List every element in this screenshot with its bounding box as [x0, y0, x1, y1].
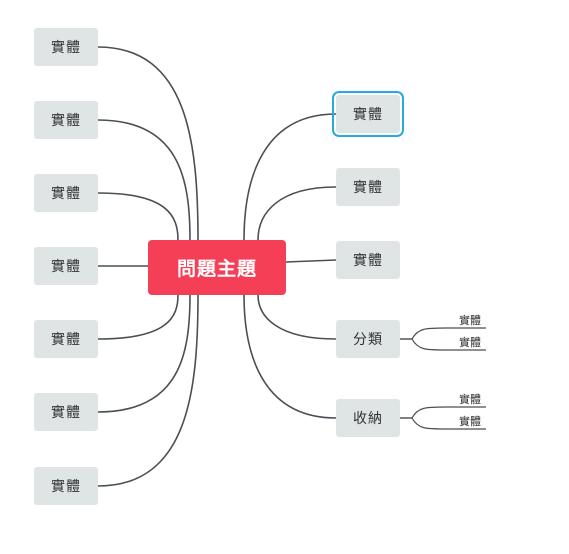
- left-connector-1: [97, 46, 199, 241]
- left-topic-4[interactable]: 實體: [34, 247, 98, 285]
- left-connector-2: [97, 119, 191, 241]
- left-topic-5[interactable]: 實體: [34, 320, 98, 358]
- sub-topic-4-2[interactable]: 實體: [459, 336, 481, 349]
- right-topic-5[interactable]: 收納: [336, 399, 400, 437]
- left-connector-7: [97, 294, 199, 487]
- sub-topic-5-2[interactable]: 實體: [459, 415, 481, 428]
- left-connector-3: [97, 192, 179, 241]
- left-topic-3[interactable]: 實體: [34, 174, 98, 212]
- right-connector-2: [257, 186, 337, 241]
- sub-connector-4-2: [400, 338, 486, 351]
- central-topic[interactable]: 問題主題: [148, 240, 286, 295]
- right-topic-2[interactable]: 實體: [336, 168, 400, 206]
- right-connector-3: [285, 259, 337, 263]
- right-topic-3[interactable]: 實體: [336, 241, 400, 279]
- sub-topic-5-1[interactable]: 實體: [459, 393, 481, 406]
- sub-topic-4-1[interactable]: 實體: [459, 314, 481, 327]
- left-connector-5: [97, 294, 179, 340]
- left-topic-6[interactable]: 實體: [34, 393, 98, 431]
- left-connector-6: [97, 294, 191, 413]
- right-connector-5: [243, 294, 337, 419]
- left-topic-1[interactable]: 實體: [34, 28, 98, 66]
- right-topic-4[interactable]: 分類: [336, 320, 400, 358]
- right-connector-4: [257, 294, 337, 340]
- left-topic-7[interactable]: 實體: [34, 467, 98, 505]
- left-topic-2[interactable]: 實體: [34, 101, 98, 139]
- right-topic-1[interactable]: 實體: [332, 91, 404, 137]
- right-connector-1: [243, 113, 337, 241]
- sub-connector-5-2: [400, 417, 486, 430]
